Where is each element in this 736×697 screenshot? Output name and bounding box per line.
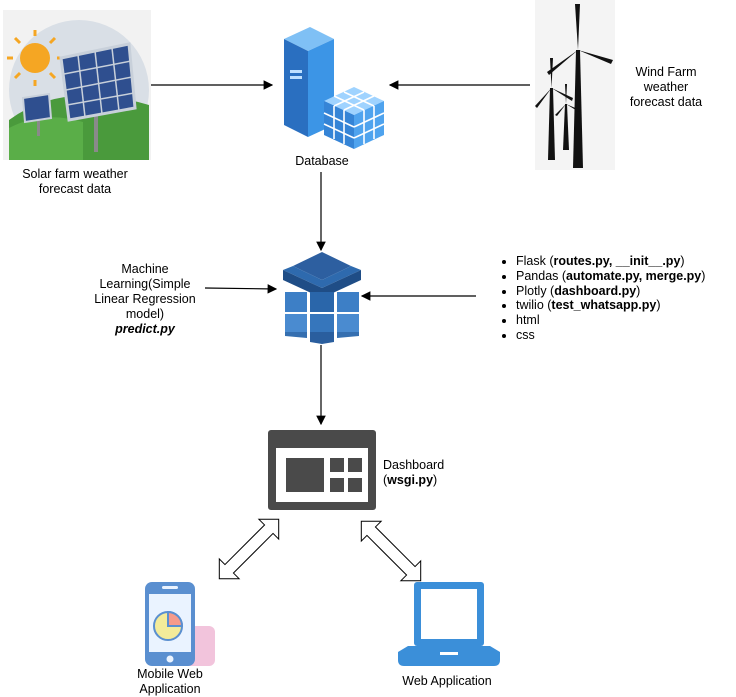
list-item: Flask (routes.py, __init__.py) [516,254,736,269]
database-label: Database [295,154,349,168]
bidirectional-arrow-web [360,520,422,582]
solar-panel-icon [3,10,151,160]
data-pipeline-icon [283,252,361,344]
wind-turbine-icon [535,0,615,170]
list-item: html [516,313,736,328]
database-icon [276,25,386,150]
dashboard-label: Dashboard (wsgi.py) [383,458,445,487]
list-item: css [516,328,736,343]
laptop-icon [396,580,502,672]
bidirectional-arrow-mobile [218,518,280,580]
technology-list: Flask (routes.py, __init__.py) Pandas (a… [500,254,736,343]
arrow-ml-to-pipeline [204,284,278,294]
solar-farm-label: Solar farm weather forecast data [22,167,128,196]
dashboard-icon [268,430,376,510]
list-item: twilio (test_whatsapp.py) [516,298,736,313]
ml-model-label: Machine Learning(Simple Linear Regressio… [94,262,196,336]
mobile-phone-icon [140,580,220,668]
list-item: Plotly (dashboard.py) [516,284,736,299]
web-app-label: Web Application [402,674,492,688]
list-item: Pandas (automate.py, merge.py) [516,269,736,284]
wind-farm-label: Wind Farm weather forecast data [629,65,703,109]
mobile-web-app-label: Mobile Web Application [137,667,203,696]
